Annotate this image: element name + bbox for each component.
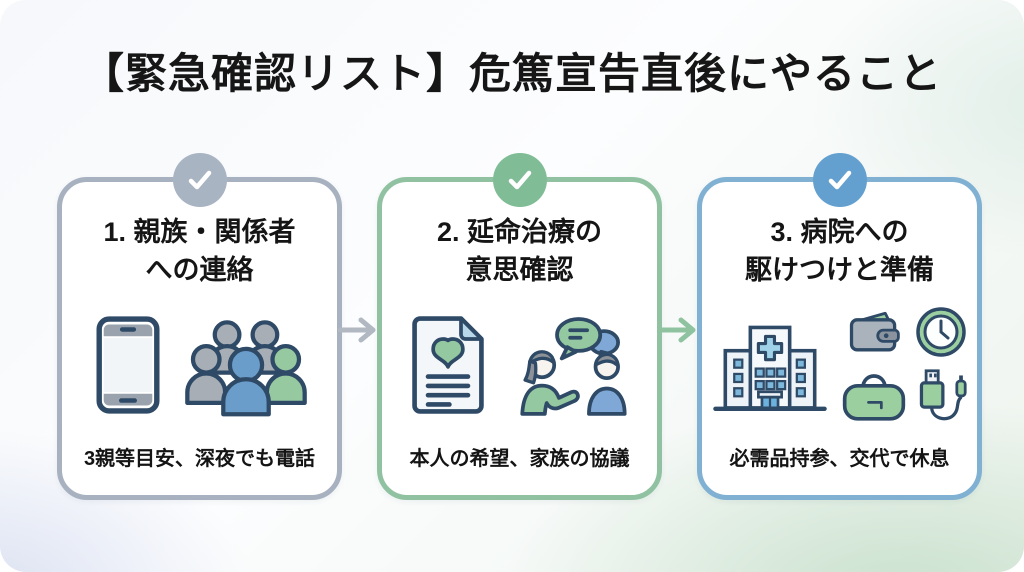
living-will-document-icon: [405, 313, 491, 417]
wallet-icon: [844, 306, 904, 358]
card-icons: [702, 300, 977, 430]
card-heading-line1: 3. 病院への: [770, 217, 909, 247]
card-note: 本人の希望、家族の協議: [409, 448, 630, 470]
card-icons: [62, 300, 337, 430]
family-discussion-icon: [511, 312, 635, 418]
hospital-icon: [711, 314, 829, 416]
bag-icon: [841, 367, 907, 423]
check-badge: [492, 153, 547, 207]
card-heading: 2. 延命治療の 意思確認: [382, 214, 657, 290]
card-contact-relatives: 1. 親族・関係者 への連絡: [57, 153, 342, 500]
card-icons: [382, 300, 657, 430]
smartphone-icon: [92, 312, 164, 418]
card-heading-line1: 2. 延命治療の: [436, 217, 603, 247]
clock-icon: [914, 305, 968, 359]
card-heading: 1. 親族・関係者 への連絡: [62, 214, 337, 290]
checkmark-icon: [505, 165, 535, 195]
check-badge: [172, 153, 227, 207]
card-note: 3親等目安、深夜でも電話: [83, 448, 316, 470]
family-group-icon: [184, 312, 308, 418]
page-title: 【緊急確認リスト】危篤宣告直後にやること: [81, 50, 942, 97]
card-heading-line2: への連絡: [145, 254, 254, 285]
arrow-step1-to-step2-icon: [338, 315, 382, 345]
checkmark-icon: [825, 165, 855, 195]
check-badge: [812, 153, 867, 207]
card-note: 必需品持参、交代で休息: [729, 448, 950, 470]
card-heading: 3. 病院への 駆けつけと準備: [702, 214, 977, 290]
card-heading-line2: 意思確認: [465, 254, 574, 285]
card-heading-line1: 1. 親族・関係者: [103, 217, 296, 247]
charging-cable-icon: [914, 366, 968, 424]
arrow-step2-to-step3-icon: [658, 315, 702, 345]
checkmark-icon: [185, 165, 215, 195]
supplies-icons: [841, 304, 969, 426]
card-heading-line2: 駆けつけと準備: [745, 254, 934, 285]
card-go-to-hospital: 3. 病院への 駆けつけと準備: [697, 153, 982, 500]
card-life-support-wishes: 2. 延命治療の 意思確認: [377, 153, 662, 500]
